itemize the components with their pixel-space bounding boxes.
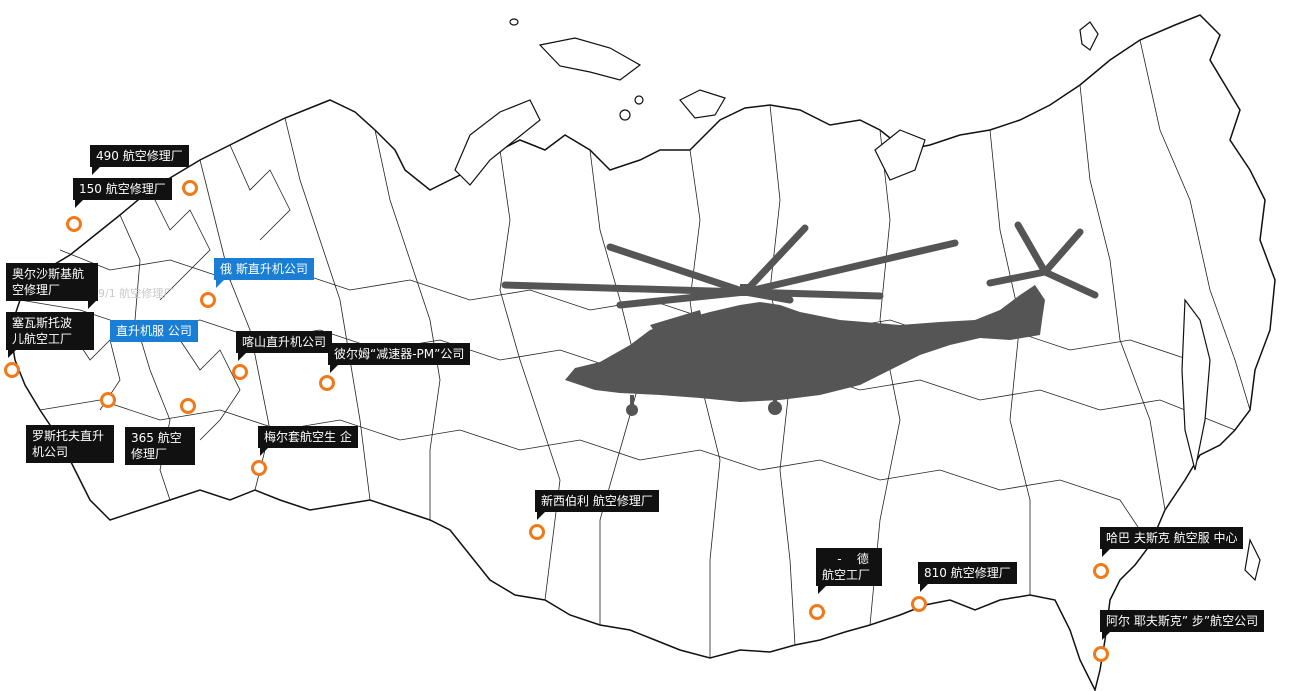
location-pin-810[interactable] [911, 596, 927, 612]
location-pin-novosibirsk[interactable] [529, 524, 545, 540]
label-text: 365 航空 修理厂 [131, 431, 182, 461]
location-pin-365[interactable] [180, 398, 196, 414]
location-pin-490[interactable] [182, 180, 198, 196]
label-ulan-ude[interactable]: - 德 航空工厂 [816, 548, 882, 594]
location-pin-ulan-ude[interactable] [809, 604, 825, 620]
label-text: - 德 航空工厂 [822, 552, 871, 582]
location-pin-khabarovsk[interactable] [1093, 563, 1109, 579]
label-olsha[interactable]: 奥尔沙斯基航 空修理厂 [6, 263, 98, 309]
location-pin-150[interactable] [66, 216, 82, 232]
label-text: 塞瓦斯托波 儿航空工厂 [12, 316, 73, 346]
rotor-hub [740, 284, 754, 296]
label-text: 哈巴 夫斯克 航空服 中心 [1106, 531, 1238, 545]
label-text: 直升机服 公司 [116, 324, 192, 338]
location-pin-meller[interactable] [251, 460, 267, 476]
location-pin-sevas[interactable] [4, 362, 20, 378]
islands [454, 18, 1261, 582]
label-text: 奥尔沙斯基航 空修理厂 [12, 267, 85, 297]
label-rostov[interactable]: 罗斯托夫直升 机公司 [26, 425, 114, 463]
label-text: 彼尔姆“减速器-PM”公司 [334, 347, 465, 361]
label-text: 俄 斯直升机公司 [220, 262, 308, 276]
label-text: 阿尔 耶夫斯克” 步”航空公司 [1106, 614, 1259, 628]
label-text: 喀山直升机公司 [242, 335, 327, 349]
label-russian-helicopters[interactable]: 俄 斯直升机公司 [214, 258, 314, 288]
label-sevas[interactable]: 塞瓦斯托波 儿航空工厂 [6, 312, 94, 358]
location-pin-rostov[interactable] [100, 392, 116, 408]
location-pin-moscow[interactable] [200, 292, 216, 308]
label-text: 罗斯托夫直升 机公司 [32, 429, 105, 459]
rotor-blades [501, 221, 1099, 309]
label-365[interactable]: 365 航空 修理厂 [125, 427, 195, 465]
label-novosibirsk[interactable]: 新西伯利 航空修理厂 [535, 490, 659, 520]
label-810[interactable]: 810 航空修理厂 [918, 562, 1017, 592]
label-kazan[interactable]: 喀山直升机公司 [236, 331, 333, 361]
label-text: 梅尔套航空生 企 [264, 430, 352, 444]
helicopter-silhouette [565, 285, 1045, 416]
location-pin-kazan[interactable] [232, 364, 248, 380]
label-text: 新西伯利 航空修理厂 [541, 494, 653, 508]
location-pin-arsenyev[interactable] [1093, 646, 1109, 662]
label-text: 810 航空修理厂 [924, 566, 1011, 580]
label-150[interactable]: 150 航空修理厂 [73, 178, 172, 208]
label-arsenyev[interactable]: 阿尔 耶夫斯克” 步”航空公司 [1100, 610, 1265, 640]
ghost-label: 9/1 航空修理厂 [98, 287, 175, 300]
label-helicopter-service[interactable]: 直升机服 公司 [110, 320, 198, 342]
label-perm[interactable]: 彼尔姆“减速器-PM”公司 [328, 343, 471, 373]
label-text: 490 航空修理厂 [96, 149, 183, 163]
label-meller[interactable]: 梅尔套航空生 企 [258, 426, 358, 456]
label-490[interactable]: 490 航空修理厂 [90, 145, 189, 175]
location-pin-perm[interactable] [319, 375, 335, 391]
label-khabarovsk[interactable]: 哈巴 夫斯克 航空服 中心 [1100, 527, 1244, 557]
label-text: 150 航空修理厂 [79, 182, 166, 196]
